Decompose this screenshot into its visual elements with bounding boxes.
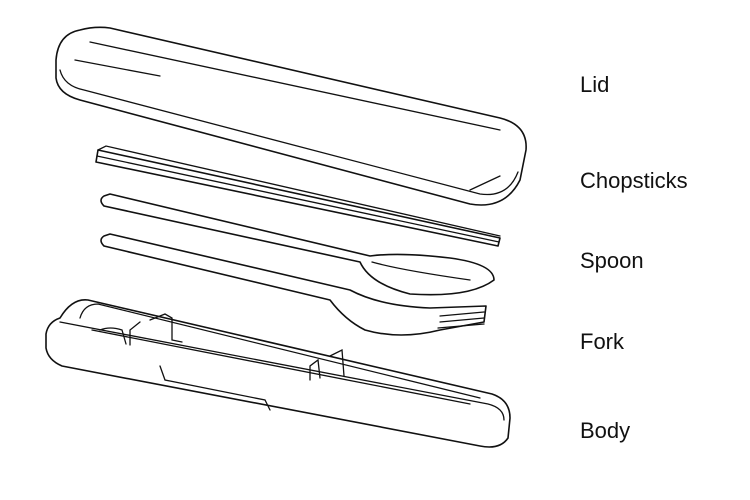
fork-part	[100, 233, 487, 336]
lid-part	[55, 26, 527, 206]
label-lid: Lid	[580, 72, 610, 97]
label-fork: Fork	[580, 329, 624, 354]
spoon-part	[100, 193, 495, 296]
chopsticks-part	[95, 145, 501, 247]
body-part	[45, 299, 511, 448]
label-body: Body	[580, 418, 631, 443]
label-spoon: Spoon	[580, 248, 644, 273]
label-chopsticks: Chopsticks	[580, 168, 688, 193]
